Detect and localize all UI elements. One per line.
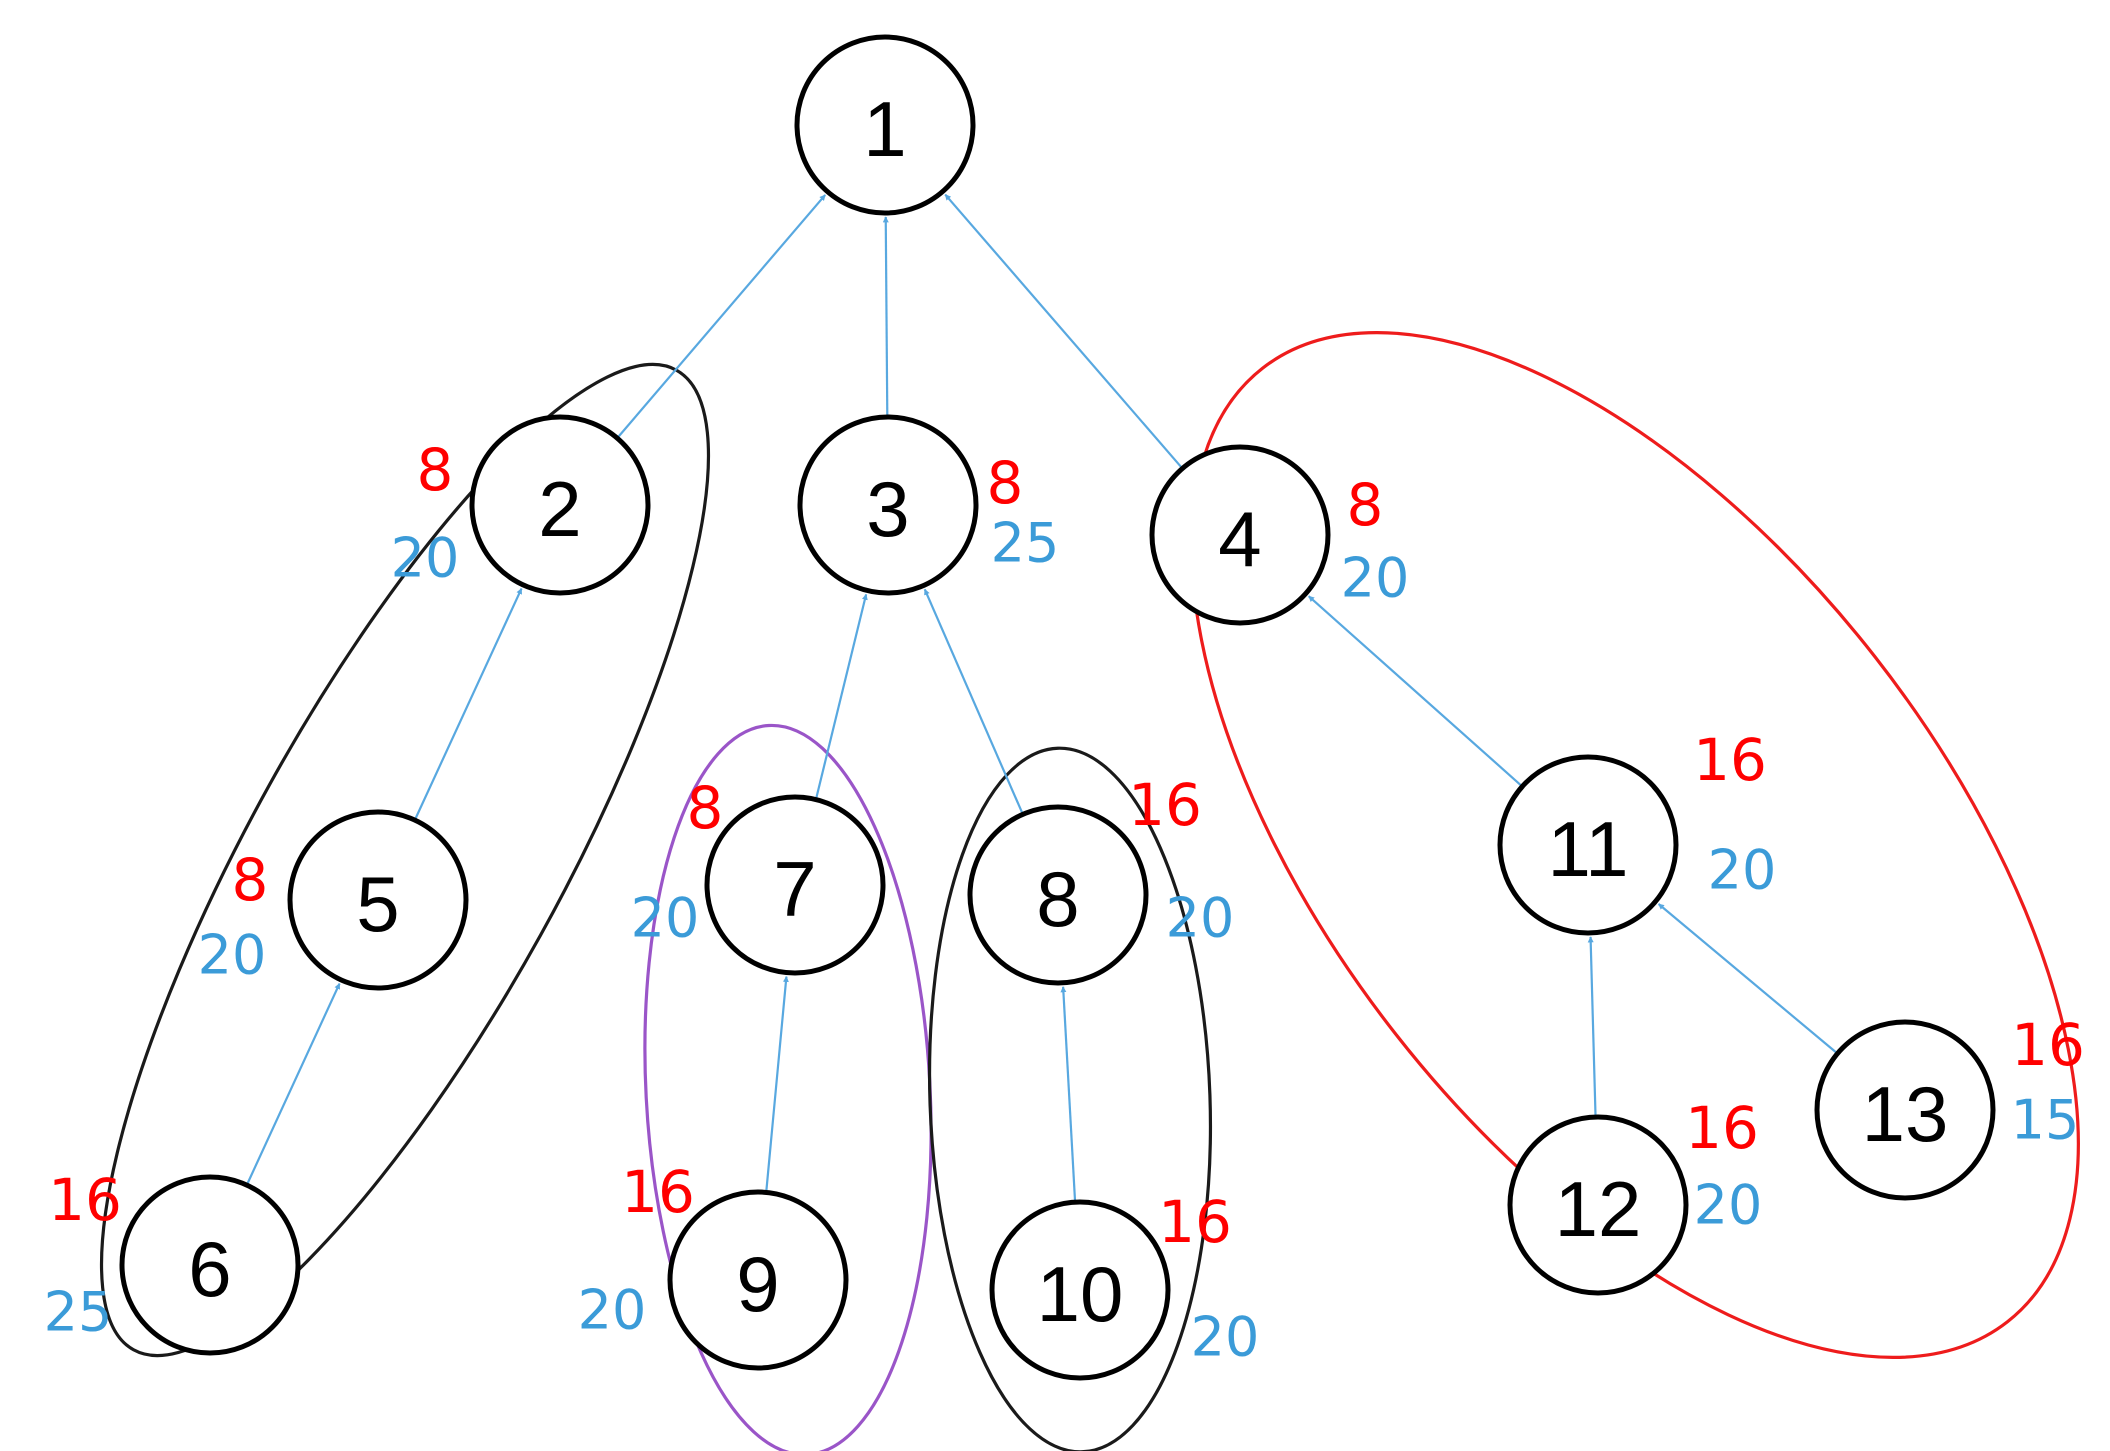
- node-8-red-value: 16: [1128, 771, 1202, 839]
- node-circle: [704, 794, 886, 976]
- node-circle: [967, 804, 1149, 986]
- node-circle: [794, 34, 976, 216]
- node-circle: [797, 414, 979, 596]
- edge-6-to-5: [246, 983, 341, 1184]
- edge-13-to-11: [1657, 903, 1837, 1054]
- node-11: 11: [1497, 754, 1679, 936]
- node-12-blue-value: 20: [1694, 1174, 1763, 1237]
- node-12-red-value: 16: [1685, 1094, 1759, 1162]
- node-13-red-value: 16: [2011, 1011, 2085, 1079]
- node-circle: [667, 1189, 849, 1371]
- node-3-blue-value: 25: [991, 512, 1060, 575]
- edge-3-to-1: [882, 216, 889, 416]
- node-13: 13: [1814, 1019, 1996, 1201]
- node-label: 10: [1037, 1250, 1124, 1338]
- node-label: 7: [773, 845, 816, 933]
- node-circle: [1149, 444, 1331, 626]
- node-label: 11: [1548, 805, 1629, 893]
- edges: [246, 193, 1837, 1201]
- node-3: 3: [797, 414, 979, 596]
- node-11-blue-value: 20: [1708, 839, 1777, 902]
- node-circle: [287, 809, 469, 991]
- edge-5-to-2: [414, 588, 523, 819]
- node-label: 2: [538, 465, 581, 553]
- node-5-blue-value: 20: [198, 924, 267, 987]
- node-10-blue-value: 20: [1191, 1306, 1260, 1369]
- node-2-red-value: 8: [417, 436, 454, 504]
- node-7: 7: [704, 794, 886, 976]
- node-label: 8: [1036, 855, 1079, 943]
- node-label: 5: [356, 860, 399, 948]
- node-label: 12: [1555, 1165, 1642, 1253]
- node-6: 6: [119, 1174, 301, 1356]
- node-7-blue-value: 20: [631, 887, 700, 950]
- node-7-red-value: 8: [687, 774, 724, 842]
- node-label: 1: [863, 85, 906, 173]
- node-label: 9: [736, 1240, 779, 1328]
- node-circle: [1497, 754, 1679, 936]
- node-label: 6: [188, 1225, 231, 1313]
- node-4: 4: [1149, 444, 1331, 626]
- group-ellipse-g-4-11-12-13: [1190, 331, 2080, 1359]
- edge-4-to-1: [944, 193, 1182, 468]
- node-2-blue-value: 20: [391, 527, 460, 590]
- node-circle: [989, 1199, 1171, 1381]
- node-4-red-value: 8: [1347, 471, 1384, 539]
- edge-11-to-4: [1307, 595, 1522, 786]
- node-13-blue-value: 15: [2011, 1089, 2080, 1152]
- node-8: 8: [967, 804, 1149, 986]
- node-9-red-value: 16: [621, 1158, 695, 1226]
- edge-8-to-3: [923, 588, 1024, 813]
- node-label: 4: [1218, 495, 1261, 583]
- node-label: 13: [1862, 1070, 1949, 1158]
- edge-9-to-7: [765, 976, 789, 1191]
- node-2: 2: [469, 414, 651, 596]
- edge-10-to-8: [1060, 986, 1077, 1201]
- node-10: 10: [989, 1199, 1171, 1381]
- node-5: 5: [287, 809, 469, 991]
- node-5-red-value: 8: [232, 846, 269, 914]
- node-6-blue-value: 25: [44, 1281, 113, 1344]
- node-label: 3: [866, 465, 909, 553]
- node-8-blue-value: 20: [1166, 887, 1235, 950]
- node-1: 1: [794, 34, 976, 216]
- group-ellipse-g-8-10: [927, 746, 1213, 1451]
- node-circle: [469, 414, 651, 596]
- edge-12-to-11: [1587, 936, 1597, 1116]
- node-circle: [1814, 1019, 1996, 1201]
- node-11-red-value: 16: [1693, 726, 1767, 794]
- node-annotations: 8208258208201625820162016201620162016201…: [44, 436, 2085, 1369]
- edge-2-to-1: [617, 194, 827, 438]
- node-4-blue-value: 20: [1341, 547, 1410, 610]
- node-12: 12: [1507, 1114, 1689, 1296]
- node-circle: [119, 1174, 301, 1356]
- node-circle: [1507, 1114, 1689, 1296]
- edge-7-to-3: [815, 593, 868, 798]
- node-10-red-value: 16: [1158, 1188, 1232, 1256]
- node-9: 9: [667, 1189, 849, 1371]
- node-3-red-value: 8: [987, 449, 1024, 517]
- node-9-blue-value: 20: [578, 1279, 647, 1342]
- node-6-red-value: 16: [48, 1166, 122, 1234]
